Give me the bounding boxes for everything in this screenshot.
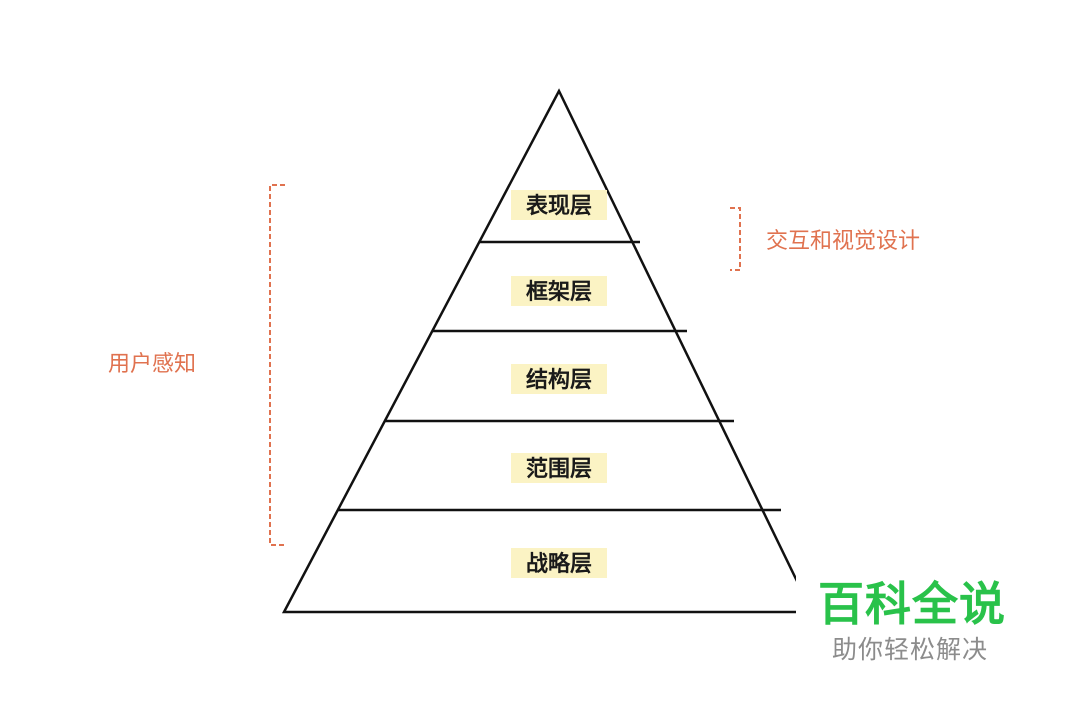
- layer-label-scope: 范围层: [526, 457, 592, 482]
- label-highlight: [511, 453, 607, 483]
- layer-label-framework: 框架层: [526, 279, 592, 305]
- left-bracket-label: 用户感知: [108, 352, 196, 377]
- layer-label-structure: 结构层: [526, 367, 592, 393]
- right-bracket: [730, 207, 741, 271]
- layer-label-presentation: 表现层: [526, 194, 592, 219]
- label-highlight: [511, 190, 607, 220]
- label-highlight: [511, 364, 607, 394]
- left-bracket: [269, 184, 285, 546]
- label-highlight: [511, 548, 607, 578]
- pyramid-outline: [281, 88, 814, 614]
- layer-label-strategy: 战略层: [526, 551, 592, 577]
- watermark-backdrop: [796, 544, 1056, 684]
- watermark-subtitle: 助你轻松解决: [832, 635, 989, 664]
- watermark-title: 百科全说: [818, 577, 1006, 631]
- right-bracket-label: 交互和视觉设计: [766, 229, 920, 254]
- label-highlight: [511, 276, 607, 306]
